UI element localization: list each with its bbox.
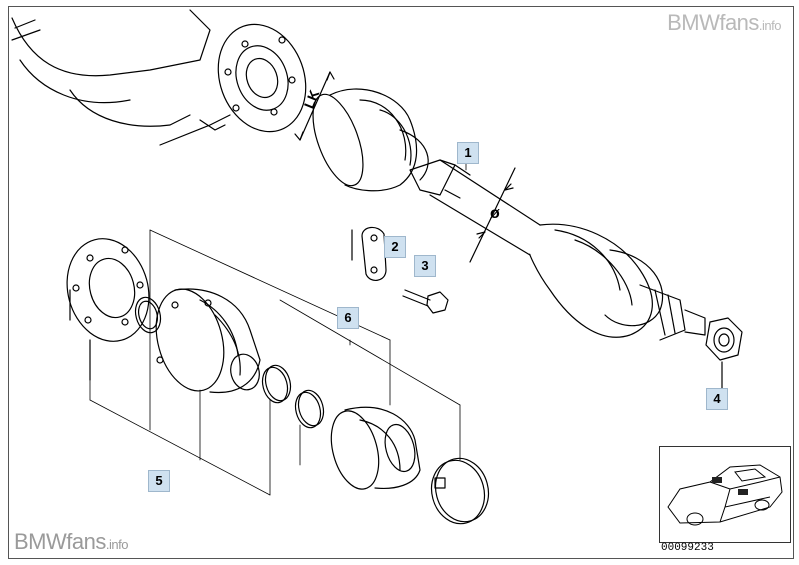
watermark-top: BMWfans.info: [667, 10, 781, 36]
lock-plate: [351, 226, 387, 281]
cv-joint-boot-inner: [155, 288, 261, 394]
watermark-bottom-suffix: fans: [66, 529, 106, 554]
callout-2: 2: [384, 236, 406, 258]
car-outline-icon: [667, 464, 783, 526]
cv-joint-boot-outer: [330, 406, 421, 490]
watermark-bottom-domain: .info: [105, 537, 129, 552]
large-clamp: [430, 457, 490, 525]
hose-clamp-1: [261, 364, 292, 404]
vehicle-locator-inset: [659, 446, 791, 543]
output-flange: [66, 238, 150, 381]
hose-clamp-2: [294, 389, 325, 429]
diameter-dimension-label: ø: [490, 205, 500, 222]
hex-nut: [705, 317, 743, 389]
watermark-top-brand: BMW: [667, 10, 720, 35]
differential-housing: [11, 9, 307, 146]
lk-dimension: [294, 71, 335, 141]
diameter-dimension: [469, 167, 516, 263]
hex-bolt: [402, 289, 449, 314]
watermark-bottom-brand: BMW: [14, 529, 67, 554]
callout-4: 4: [706, 388, 728, 410]
watermark-bottom: BMWfans.info: [14, 529, 128, 555]
snap-ring: [134, 296, 162, 334]
callout-3: 3: [414, 255, 436, 277]
diagram-number: 00099233: [661, 542, 714, 554]
callout-5: 5: [148, 470, 170, 492]
callout-6: 6: [337, 307, 359, 329]
watermark-top-suffix: fans: [719, 10, 759, 35]
driveshaft-assembly: [312, 88, 706, 341]
lk-dimension-label: LK: [301, 87, 323, 110]
kit-bracket-lines: [89, 159, 467, 496]
watermark-top-domain: .info: [758, 18, 782, 33]
callout-1: 1: [457, 142, 479, 164]
